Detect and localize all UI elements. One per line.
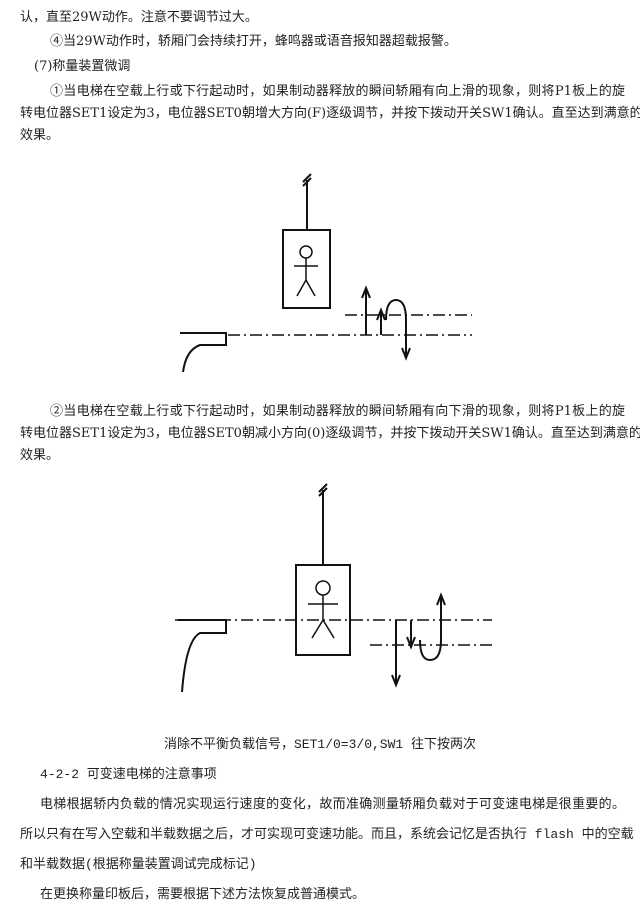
antenna-icon <box>302 173 312 230</box>
diagram-caption: 消除不平衡负载信号，SET1/0=3/0,SW1 往下按两次 <box>163 737 477 752</box>
arrow-up-icon <box>376 307 386 335</box>
antenna-icon <box>318 483 328 565</box>
person-icon <box>294 245 318 297</box>
arrow-up-icon <box>361 285 371 335</box>
elevator-car <box>295 564 351 656</box>
hook-arrow-icon <box>385 298 411 361</box>
item2-line: ②当电梯在空载上行或下行起动时，如果制动器释放的瞬间轿厢有向下滑的现象，则将P1… <box>50 404 625 419</box>
section-7-heading: (7)称量装置微调 <box>34 59 131 74</box>
item1-line: ①当电梯在空载上行或下行起动时，如果制动器释放的瞬间轿厢有向上滑的现象，则将P1… <box>50 84 625 99</box>
section-422-heading: 4-2-2 可变速电梯的注意事项 <box>40 767 217 782</box>
para1-line: 和半载数据(根据称量装置调试完成标记) <box>20 857 257 872</box>
intro-line-1: 认，直至29W动作。注意不要调节过大。 <box>20 10 258 25</box>
arrow-down-icon <box>406 620 416 650</box>
floor-sill <box>178 619 227 693</box>
person-icon <box>308 580 338 639</box>
elevator-car <box>282 229 331 309</box>
para1-line: 所以只有在写入空载和半载数据之后，才可实现可变速功能。而且，系统会记忆是否执行 … <box>20 827 634 842</box>
item1-line: 转电位器SET1设定为3，电位器SET0朝增大方向(F)逐级调节，并按下拨动开关… <box>20 106 640 121</box>
para1-line: 电梯根据轿内负载的情况实现运行速度的变化，故而准确测量轿厢负载对于可变速电梯是很… <box>40 797 625 812</box>
hook-arrow-icon <box>419 592 446 662</box>
arrow-down-icon <box>391 620 401 688</box>
para2: 在更换称量印板后，需要根据下述方法恢复成普通模式。 <box>40 887 366 902</box>
diagram-upward-slip <box>180 173 472 373</box>
item2-line: 效果。 <box>20 448 60 463</box>
floor-sill <box>180 332 227 373</box>
intro-line-2: ④当29W动作时，轿厢门会持续打开，蜂鸣器或语音报知器超载报警。 <box>50 34 457 49</box>
diagram-downward-slip <box>175 483 492 693</box>
item2-line: 转电位器SET1设定为3，电位器SET0朝减小方向(0)逐级调节，并按下拨动开关… <box>20 426 640 441</box>
item1-line: 效果。 <box>20 128 60 143</box>
